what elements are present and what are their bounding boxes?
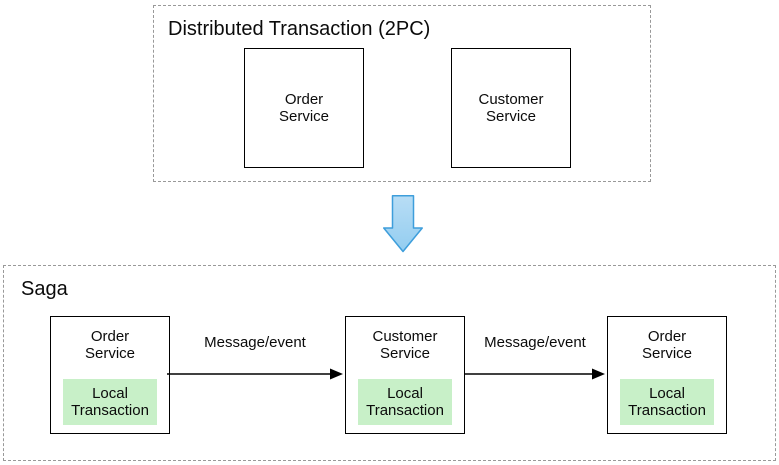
local-transaction-label: Local Transaction [71,385,149,419]
message-arrow-icon-2 [465,368,605,380]
node-customer-service-saga: Customer Service Local Transaction [345,316,465,434]
group-2pc-title: Distributed Transaction (2PC) [168,18,431,40]
local-transaction-box: Local Transaction [63,379,157,425]
node-order-service-saga-2: Order Service Local Transaction [607,316,727,434]
node-label: Customer Service [372,328,438,362]
node-customer-service-2pc: Customer Service [451,48,571,168]
group-saga-title: Saga [21,278,68,300]
node-order-service-2pc: Order Service [244,48,364,168]
node-label: Order Service [84,328,136,362]
local-transaction-box: Local Transaction [620,379,714,425]
down-block-arrow-icon [383,195,423,253]
local-transaction-label: Local Transaction [366,385,444,419]
message-arrow-icon-1 [167,368,343,380]
node-order-service-saga-1: Order Service Local Transaction [50,316,170,434]
node-label: Customer Service [478,91,544,125]
group-saga: Saga Order Service Local Transaction Cus… [3,265,776,461]
node-label: Order Service [278,91,330,125]
local-transaction-label: Local Transaction [628,385,706,419]
group-distributed-transaction-2pc: Distributed Transaction (2PC) Order Serv… [153,5,651,182]
message-event-label-2: Message/event [484,334,586,351]
local-transaction-box: Local Transaction [358,379,452,425]
node-label: Order Service [641,328,693,362]
message-event-label-1: Message/event [204,334,306,351]
